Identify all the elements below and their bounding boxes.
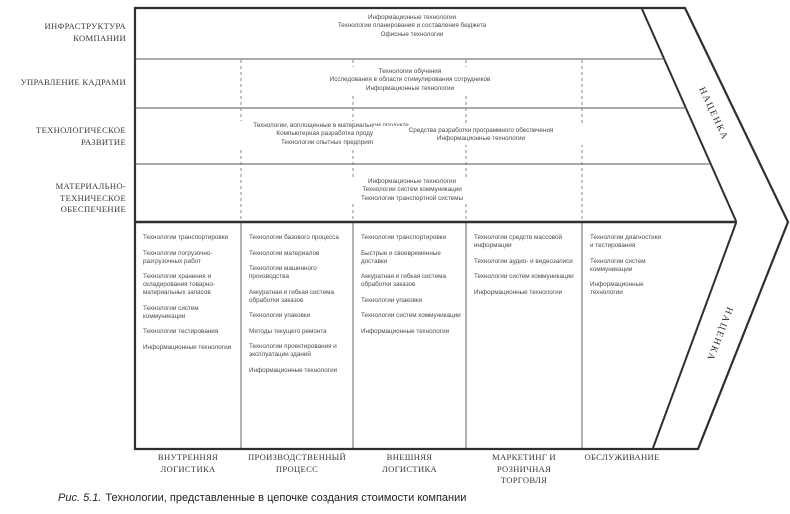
column-label-marketing-sales: МАРКЕТИНГ И РОЗНИЧНАЯ ТОРГОВЛЯ: [492, 452, 556, 486]
technology-item: Технологии материалов: [249, 249, 320, 257]
technology-item: Технологии средств массовой информации: [474, 234, 562, 250]
technology-item: Технологии базового процесса: [249, 234, 339, 241]
technology-item: Технологии проектирования и эксплуатации…: [249, 343, 337, 359]
technology-item: Технологии хранения и складирования това…: [143, 273, 215, 297]
technology-item: Технологии транспортировки: [143, 234, 228, 241]
technology-item: Технологии упаковки: [249, 312, 311, 320]
figure-caption-text: Технологии, представленные в цепочке соз…: [105, 492, 467, 504]
support-row-hr-text: Технологии обучения Исследования в облас…: [258, 67, 562, 94]
technology-item: Быстрые и своевременные доставки: [361, 249, 441, 265]
technology-item: Методы текущего ремонта: [249, 327, 327, 335]
support-row-procurement-text: Информационные технологии Технологии сис…: [290, 177, 534, 204]
inner-diagonal-bottom: [652, 222, 737, 449]
column-label-outbound-logistics: ВНЕШНЯЯ ЛОГИСТИКА: [381, 452, 438, 474]
technology-item: Технологии диагностики и тестирования: [590, 234, 661, 250]
technology-item: Технологии упаковки: [361, 296, 423, 304]
technology-item: Технологии погрузочно-разгрузочных работ: [143, 249, 213, 265]
figure-caption-number: Рис. 5.1.: [58, 492, 102, 504]
technology-item: Информационные технологии: [143, 343, 232, 351]
support-row-techdev-right-text: Средства разработки программного обеспеч…: [373, 126, 589, 145]
column-label-operations: ПРОИЗВОДСТВЕННЫЙ ПРОЦЕСС: [247, 452, 347, 474]
column-label-service: ОБСЛУЖИВАНИЕ: [584, 452, 660, 462]
arrow-outline: [133, 6, 790, 451]
technology-item: Информационные технологии: [249, 366, 338, 374]
technology-item: Технологии систем коммуникации: [474, 273, 574, 281]
column-label-inbound-logistics: ВНУТРЕННЯЯ ЛОГИСТИКА: [157, 452, 219, 474]
row-label-tech-development: ТЕХНОЛОГИЧЕСКОЕ РАЗВИТИЕ: [36, 125, 126, 147]
technology-item: Технологии систем коммуникации: [590, 257, 646, 273]
inner-diagonal-top: [641, 8, 737, 222]
figure-caption: Рис. 5.1.Технологии, представленные в це…: [58, 492, 466, 504]
row-label-hr-management: УПРАВЛЕНИЕ КАДРАМИ: [20, 77, 126, 87]
technology-item: Технологии машинного производства: [249, 265, 317, 281]
technology-item: Технологии систем коммуникации: [143, 304, 199, 320]
technology-item: Информационные технологии: [361, 327, 450, 335]
row-label-procurement: МАТЕРИАЛЬНО-ТЕХНИЧЕСКОЕ ОБЕСПЕЧЕНИЕ: [55, 181, 126, 215]
technology-item: Технологии систем коммуникации: [361, 312, 461, 320]
support-row-infrastructure-text: Информационные технологии Технологии пла…: [270, 13, 554, 40]
technology-item: Технологии транспортировки: [361, 234, 446, 241]
technology-item: Информационные технологии: [474, 288, 563, 296]
technology-item: Аккуратная и гибкая система обработки за…: [361, 273, 446, 289]
technology-item: Технологии тестирования: [143, 328, 219, 336]
technology-item: Аккуратная и гибкая система обработки за…: [249, 288, 334, 304]
technology-item: Информационные технологии: [590, 281, 644, 297]
technology-item: Технологии аудио- и видеозаписи: [474, 257, 573, 265]
row-label-infrastructure: ИНФРАСТРУКТУРА КОМПАНИИ: [44, 21, 126, 43]
